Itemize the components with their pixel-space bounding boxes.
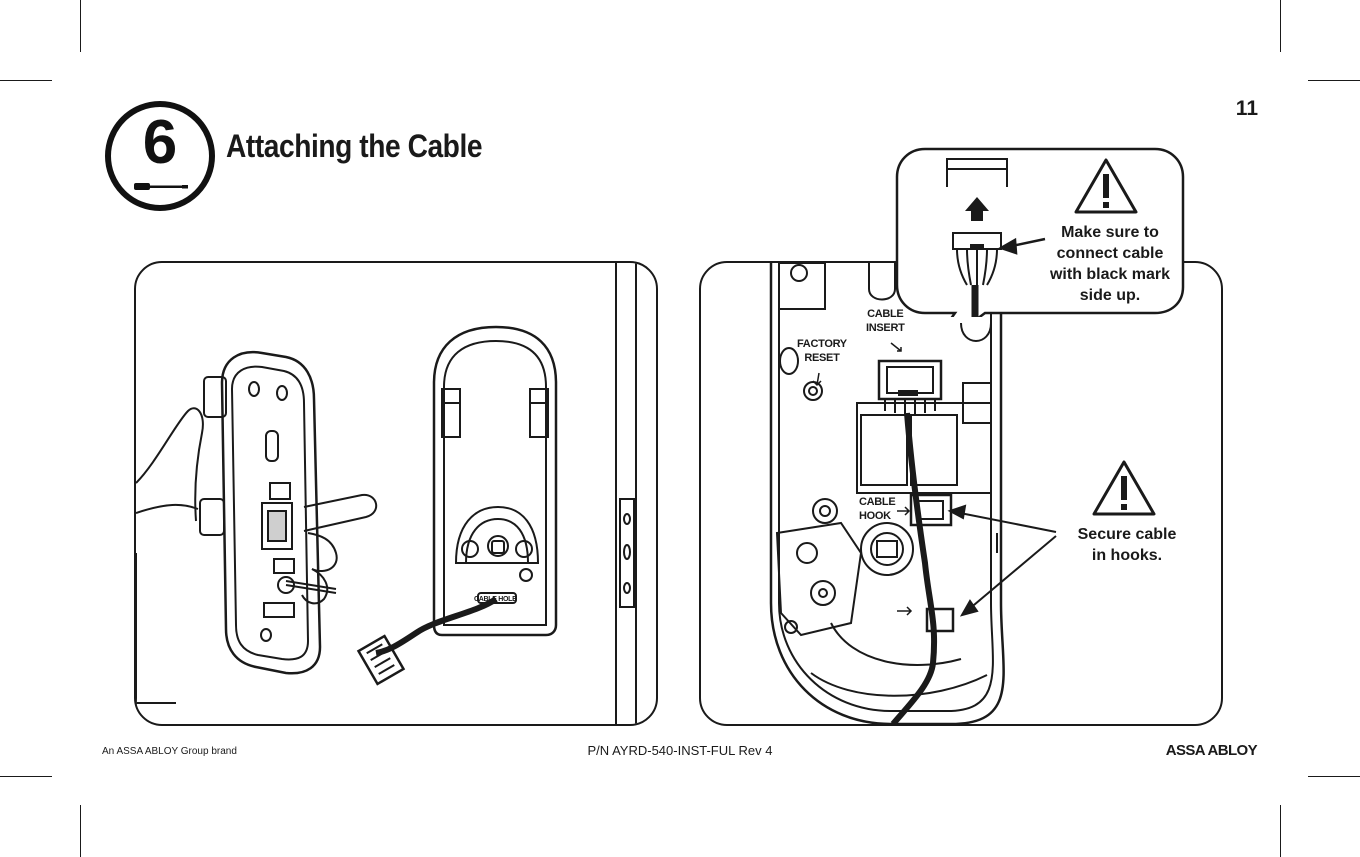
hooks-instruction: Secure cable in hooks. [1052, 524, 1202, 566]
warning-triangle-icon [1072, 156, 1140, 216]
assa-abloy-logo: ASSA ABLOY [1166, 742, 1257, 759]
part-number: P/N AYRD-540-INST-FUL Rev 4 [0, 743, 1360, 758]
black-mark-instruction: Make sure to connect cable with black ma… [1030, 222, 1190, 306]
warning-triangle-icon [1090, 458, 1158, 518]
